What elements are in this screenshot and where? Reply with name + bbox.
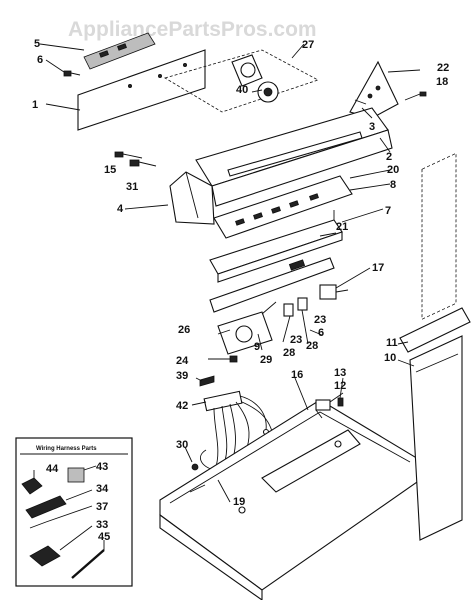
- callout-3: 3: [369, 121, 375, 133]
- callout-13: 13: [334, 367, 346, 379]
- screw-18: [404, 91, 427, 101]
- screw-upper: [63, 70, 81, 77]
- switch-17: [319, 284, 349, 300]
- inset-label-44: 44: [46, 463, 59, 475]
- callout-27: 27: [302, 39, 314, 51]
- callout-12: 12: [334, 380, 346, 392]
- plate-26: [217, 301, 277, 355]
- callout-18: 18: [436, 76, 448, 88]
- callout-29: 29: [260, 354, 272, 366]
- watermark-text: AppliancePartsPros.com: [68, 18, 317, 41]
- callout-16: 16: [291, 369, 303, 381]
- callout-40: 40: [236, 84, 248, 96]
- control-board: [213, 175, 353, 239]
- left-end-cap: [169, 171, 215, 225]
- wiring-harness-inset: Wiring Harness Parts: [15, 437, 133, 587]
- callout-39: 39: [176, 370, 188, 382]
- callout-28a: 28: [283, 347, 295, 359]
- callout-17: 17: [372, 262, 384, 274]
- callout-30: 30: [176, 439, 188, 451]
- clip-39: [199, 375, 215, 387]
- callout-31: 31: [126, 181, 138, 193]
- callout-5: 5: [34, 38, 40, 50]
- callout-24: 24: [176, 355, 189, 367]
- console-channel: [209, 210, 343, 283]
- inset-part-34: [25, 489, 93, 519]
- callout-28b: 28: [306, 340, 318, 352]
- inset-label-45: 45: [98, 531, 110, 543]
- inset-part-37: [29, 505, 93, 529]
- lint-filter-10: [409, 152, 463, 541]
- callout-7: 7: [385, 205, 391, 217]
- callout-2: 2: [386, 151, 392, 163]
- switch-23-right: [297, 297, 308, 311]
- callout-10: 10: [384, 352, 396, 364]
- hinge-12: [315, 399, 331, 419]
- callout-8: 8: [390, 179, 396, 191]
- callout-23a: 23: [290, 334, 302, 346]
- callout-1: 1: [32, 99, 38, 111]
- back-panel: [77, 49, 206, 131]
- upper-bracket: [83, 32, 156, 70]
- console-panel: [195, 107, 393, 207]
- screw-24: [229, 355, 238, 363]
- callout-21: 21: [336, 221, 348, 233]
- screw-30: [191, 463, 199, 471]
- callout-26: 26: [178, 324, 190, 336]
- callout-20: 20: [387, 164, 399, 176]
- callout-9: 9: [254, 341, 260, 353]
- dryer-top: [159, 399, 421, 600]
- callout-numbers: 1 2 3 4 5 6 6 7 8 9 10 11 12 13 15 16 17…: [32, 38, 449, 508]
- callout-15: 15: [104, 164, 116, 176]
- clip-31: [129, 159, 157, 167]
- inset-part-43: [67, 465, 97, 483]
- callout-22: 22: [437, 62, 449, 74]
- callout-23b: 23: [314, 314, 326, 326]
- screw-13: [337, 397, 344, 407]
- right-end-cap: [349, 60, 399, 119]
- lint-cover-11: [399, 307, 471, 353]
- timer-outline: [164, 49, 320, 113]
- leader-lines: [39, 43, 421, 503]
- mount-plate: [209, 257, 335, 313]
- inset-label-33: 33: [96, 519, 108, 531]
- callout-42: 42: [176, 400, 188, 412]
- callout-4: 4: [117, 203, 124, 215]
- callout-6b: 6: [318, 327, 324, 339]
- callout-11: 11: [386, 337, 398, 349]
- inset-label-37: 37: [96, 501, 108, 513]
- inset-label-43: 43: [96, 461, 108, 473]
- callout-6a: 6: [37, 54, 43, 66]
- screw-15: [114, 151, 143, 159]
- inset-part-45: [71, 540, 105, 579]
- inset-part-33: [29, 525, 93, 567]
- switch-23-left: [283, 303, 294, 317]
- inset-title: Wiring Harness Parts: [36, 446, 97, 452]
- callout-19: 19: [233, 496, 245, 508]
- inset-part-44: [21, 470, 43, 495]
- inset-label-34: 34: [96, 483, 109, 495]
